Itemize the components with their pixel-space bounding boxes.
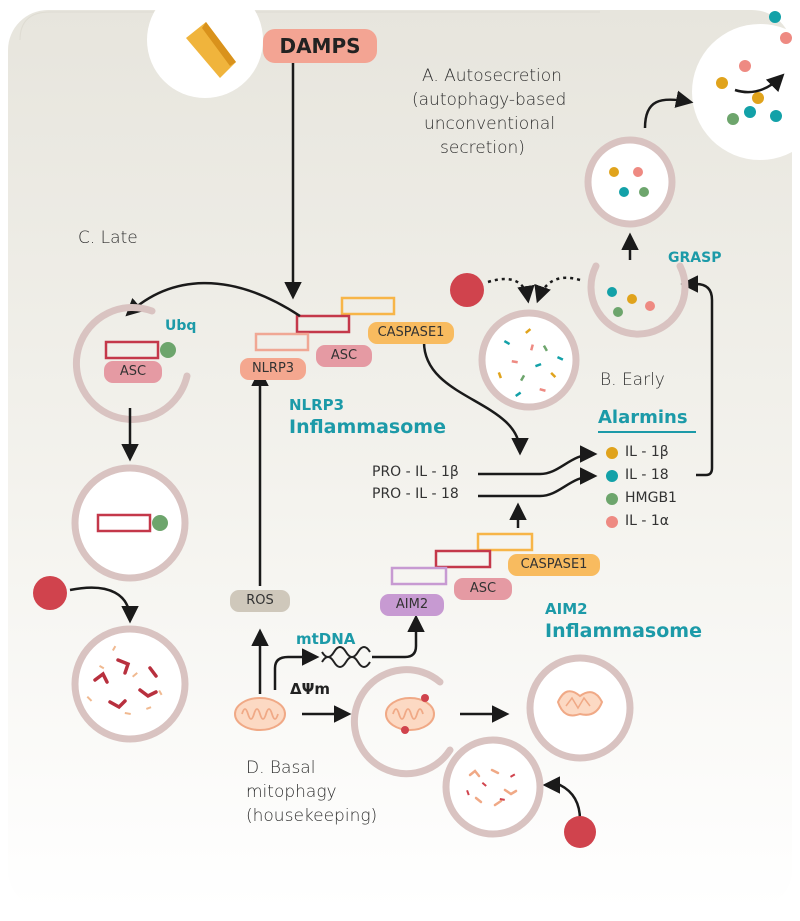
late-autophagosome: [71, 464, 189, 582]
nlrp3-title: NLRP3: [289, 396, 345, 414]
nlrp3-caspase1-pill: CASPASE1: [368, 322, 454, 344]
pro-il-18: PRO - IL - 18: [372, 486, 459, 502]
alarmin-hmgb1: HMGB1: [625, 490, 677, 506]
late-lysosome: [33, 576, 67, 610]
mitophagy-phagophore: [350, 666, 454, 778]
ros-pill: ROS: [230, 590, 290, 612]
late-asc-pill: ASC: [104, 361, 162, 383]
autosecretion-line-4: secretion): [440, 138, 525, 158]
early-lysosome: [450, 273, 484, 307]
crystal-icon: [186, 22, 236, 78]
aim2-asc-pill: ASC: [454, 578, 512, 600]
aim2-pill: AIM2: [380, 594, 444, 616]
autosecretion-line-2: (autophagy-based: [412, 90, 567, 110]
mitophagy-autolysosome: [442, 736, 544, 838]
basal-title: D. Basal: [246, 758, 316, 778]
pro-il-1b: PRO - IL - 1β: [372, 464, 459, 480]
late-phagophore: [73, 303, 191, 423]
nlrp3-subtitle: Inflammasome: [289, 416, 446, 438]
grasp-label: GRASP: [668, 250, 722, 266]
damps-label: DAMPS: [263, 29, 377, 63]
early-title: B. Early: [600, 370, 665, 390]
basal-line-3: (housekeeping): [246, 806, 378, 826]
ubiquitin-icon: [160, 342, 176, 358]
aim2-title: AIM2: [545, 600, 588, 618]
alarmin-il-1a: IL - 1α: [625, 513, 670, 529]
mitophagy-lysosome: [564, 816, 596, 848]
alarmin-il-1b: IL - 1β: [625, 444, 669, 460]
secretory-autophagosome: [584, 136, 676, 228]
aim2-subtitle: Inflammasome: [545, 620, 702, 642]
mtdna-helix-icon: [321, 646, 371, 668]
alarmin-il-18: IL - 18: [625, 467, 669, 483]
late-title: C. Late: [78, 228, 138, 248]
early-autolysosome: [478, 309, 580, 411]
nlrp3-asc-pill: ASC: [316, 345, 372, 367]
delta-psi-label: ΔΨm: [290, 680, 330, 698]
late-autolysosome: [71, 625, 189, 743]
ubq-label: Ubq: [165, 318, 197, 334]
autosecretion-line-3: unconventional: [424, 114, 556, 134]
nlrp3-pill: NLRP3: [240, 358, 306, 380]
mtdna-label: mtDNA: [296, 630, 356, 648]
alarmins-title: Alarmins: [598, 407, 688, 428]
autosecretion-title: A. Autosecretion: [422, 66, 562, 86]
basal-line-2: mitophagy: [246, 782, 337, 802]
grasp-phagophore: [587, 262, 689, 338]
aim2-caspase1-pill: CASPASE1: [508, 554, 600, 576]
mitochondrion-icon: [234, 697, 286, 731]
